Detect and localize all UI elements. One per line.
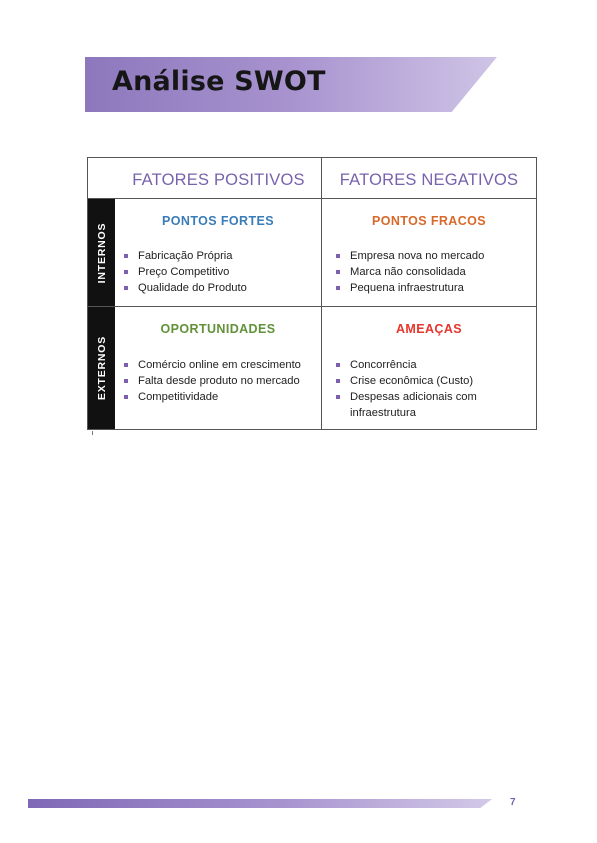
list-item: Preço Competitivo	[123, 264, 247, 280]
opportunities-list: Comércio online em crescimento Falta des…	[123, 357, 301, 405]
threats-quadrant: AMEAÇAS	[322, 307, 536, 429]
list-item: Marca não consolidada	[335, 264, 484, 280]
list-item: Concorrência	[335, 357, 500, 373]
header-negative-factors: FATORES NEGATIVOS	[339, 171, 519, 189]
weaknesses-quadrant: PONTOS FRACOS	[322, 199, 536, 306]
page-title: Análise SWOT	[112, 66, 326, 97]
list-item: Fabricação Própria	[123, 248, 247, 264]
footer-bar	[28, 799, 492, 808]
column-divider	[321, 158, 322, 429]
list-item: Competitividade	[123, 389, 301, 405]
row-divider	[88, 306, 536, 307]
threats-list: Concorrência Crise econômica (Custo) Des…	[335, 357, 500, 421]
list-item: Comércio online em crescimento	[123, 357, 301, 373]
header-positive-factors: FATORES POSITIVOS	[132, 171, 305, 189]
opportunities-quadrant: OPORTUNIDADES	[115, 307, 321, 429]
side-label-internal: INTERNOS	[88, 199, 115, 306]
threats-title: AMEAÇAS	[396, 322, 462, 336]
opportunities-title: OPORTUNIDADES	[160, 322, 276, 336]
weaknesses-list: Empresa nova no mercado Marca não consol…	[335, 248, 484, 296]
strengths-list: Fabricação Própria Preço Competitivo Qua…	[123, 248, 247, 296]
side-label-external: EXTERNOS	[88, 307, 115, 429]
list-item: Pequena infraestrutura	[335, 280, 484, 296]
title-banner	[85, 57, 497, 112]
list-item: Crise econômica (Custo)	[335, 373, 500, 389]
list-item: Despesas adicionais com infraestrutura	[335, 389, 500, 421]
table-corner-mark	[92, 431, 93, 435]
swot-table: FATORES POSITIVOS FATORES NEGATIVOS INTE…	[87, 157, 537, 430]
strengths-title: PONTOS FORTES	[162, 214, 274, 228]
list-item: Empresa nova no mercado	[335, 248, 484, 264]
swot-header-row: FATORES POSITIVOS FATORES NEGATIVOS	[88, 158, 536, 199]
side-label-internal-text: INTERNOS	[95, 222, 108, 283]
weaknesses-title: PONTOS FRACOS	[371, 214, 486, 228]
list-item: Falta desde produto no mercado	[123, 373, 301, 389]
page-number: 7	[510, 797, 516, 808]
strengths-quadrant: PONTOS FORTES	[115, 199, 321, 306]
side-label-external-text: EXTERNOS	[95, 335, 108, 401]
list-item: Qualidade do Produto	[123, 280, 247, 296]
